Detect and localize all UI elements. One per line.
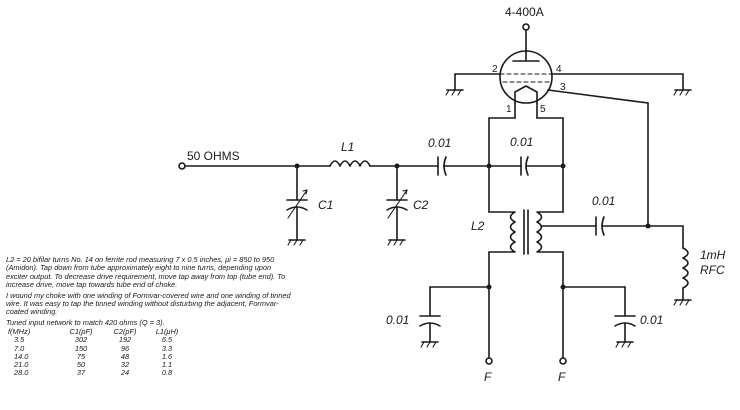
filament-label-right: F bbox=[558, 370, 566, 384]
table-cell: 28.0 bbox=[14, 368, 29, 378]
filament-terminal-right bbox=[559, 357, 567, 365]
table-cell: 6.5 bbox=[161, 335, 173, 345]
ground-icon bbox=[387, 239, 406, 246]
table-cell: 24 bbox=[120, 368, 130, 378]
choke-winding-note: I wound my choke with one winding of For… bbox=[6, 290, 291, 317]
rfc-label: RFC bbox=[700, 263, 725, 277]
column-header: C2(pF) bbox=[113, 327, 137, 337]
variable-capacitor-c1 bbox=[286, 165, 308, 241]
table-row: 28.0 37 24 0.8 bbox=[6, 369, 188, 377]
cap-label: 0.01 bbox=[428, 136, 451, 150]
ground-icon bbox=[287, 239, 306, 246]
table-row: 7.0 150 96 3.3 bbox=[6, 343, 188, 353]
cap-label: 0.01 bbox=[592, 194, 615, 208]
pin-4-label: 4 bbox=[556, 64, 562, 75]
pin-1-label: 1 bbox=[506, 104, 512, 115]
table-cell: 192 bbox=[118, 335, 132, 345]
coupling-capacitor bbox=[437, 156, 490, 176]
ground-icon bbox=[615, 341, 634, 348]
table-row: 14.0 75 48 1.6 bbox=[6, 351, 188, 361]
tube-envelope bbox=[499, 50, 553, 104]
inductor-l1 bbox=[329, 160, 371, 167]
table-cell: 302 bbox=[74, 335, 88, 345]
ground-icon bbox=[673, 299, 692, 306]
table-cell: 150 bbox=[74, 343, 88, 353]
pin-3-label: 3 bbox=[560, 82, 566, 93]
rfc-value: 1mH bbox=[700, 248, 726, 262]
input-terminal bbox=[178, 162, 186, 170]
ground-icon bbox=[445, 89, 464, 96]
table-cell: 1.1 bbox=[161, 360, 173, 370]
pin-2-label: 2 bbox=[492, 64, 498, 75]
table-row: 3.5 302 192 6.5 bbox=[6, 336, 188, 344]
ground-icon bbox=[673, 89, 692, 96]
tuned-input-table: f(MHz) C1(pF) C2(pF) L1(μH) 3.5 302 192 … bbox=[6, 328, 188, 377]
l1-label: L1 bbox=[341, 140, 354, 154]
table-cell: 37 bbox=[76, 368, 86, 378]
table-cell: 48 bbox=[120, 351, 130, 361]
table-cell: 3.3 bbox=[161, 343, 173, 353]
cap-label: 0.01 bbox=[510, 135, 533, 149]
filament-bypass-capacitor-right bbox=[614, 286, 636, 343]
table-caption: Tuned input network to match 420 ohms (Q… bbox=[6, 317, 165, 327]
filament-terminal-left bbox=[485, 357, 493, 365]
plate-terminal bbox=[522, 23, 530, 31]
c2-label: C2 bbox=[413, 198, 429, 212]
table-cell: 75 bbox=[76, 351, 86, 361]
variable-capacitor-c2 bbox=[386, 165, 408, 241]
table-cell: 32 bbox=[120, 360, 130, 370]
c1-label: C1 bbox=[318, 198, 333, 212]
filament-label-left: F bbox=[484, 370, 492, 384]
table-header-row: f(MHz) C1(pF) C2(pF) L1(μH) bbox=[6, 328, 188, 336]
filament-bypass-capacitor bbox=[488, 156, 564, 176]
tap-capacitor bbox=[595, 216, 649, 236]
table-cell: 7.0 bbox=[14, 343, 25, 353]
l2-winding-note: L2 = 20 bifilar turns No. 14 on ferrite … bbox=[6, 255, 286, 290]
tube-label: 4-400A bbox=[505, 5, 544, 19]
l2-label: L2 bbox=[471, 219, 485, 233]
table-cell: 0.8 bbox=[161, 368, 173, 378]
table-cell: 21.0 bbox=[14, 360, 29, 370]
tube-4-400a: 4-400A bbox=[499, 5, 553, 104]
rf-choke bbox=[682, 247, 689, 289]
table-cell: 3.5 bbox=[14, 335, 25, 345]
table-cell: 50 bbox=[76, 360, 86, 370]
table-cell: 1.6 bbox=[161, 351, 173, 361]
table-row: 21.0 50 32 1.1 bbox=[6, 360, 188, 370]
input-impedance-label: 50 OHMS bbox=[187, 149, 240, 163]
filament-bypass-capacitor-left bbox=[419, 286, 441, 343]
table-cell: 14.0 bbox=[14, 351, 29, 361]
column-header: f(MHz) bbox=[8, 327, 31, 337]
cap-label: 0.01 bbox=[640, 313, 663, 327]
column-header: L1(μH) bbox=[155, 327, 179, 337]
component-notes: L2 = 20 bifilar turns No. 14 on ferrite … bbox=[6, 255, 292, 377]
table-cell: 96 bbox=[120, 343, 130, 353]
screen-ground-bus bbox=[445, 73, 692, 96]
cap-label: 0.01 bbox=[386, 313, 409, 327]
bifilar-choke-l2 bbox=[488, 209, 597, 255]
column-header: C1(pF) bbox=[69, 327, 93, 337]
ground-icon bbox=[420, 341, 439, 348]
pin-5-label: 5 bbox=[540, 104, 546, 115]
